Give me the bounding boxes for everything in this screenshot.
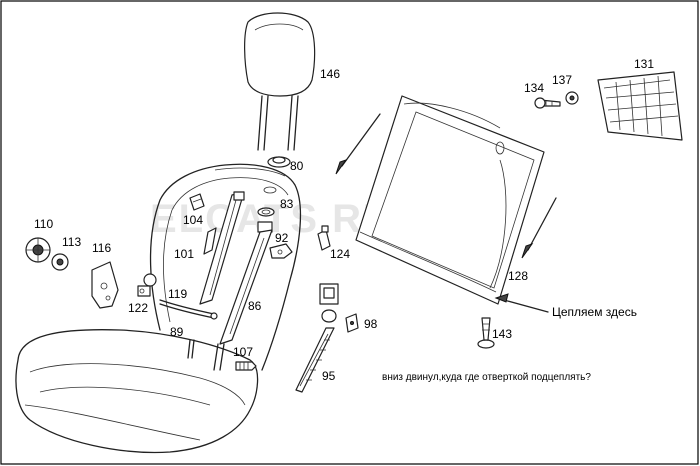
callout-146: 146 <box>320 67 340 81</box>
headrest <box>244 12 316 151</box>
lever-119 <box>159 299 218 320</box>
rod-86 <box>219 229 273 345</box>
rods-89 <box>187 339 195 359</box>
callout-119: 119 <box>168 287 187 301</box>
rods-86-lower <box>213 343 225 371</box>
seat-cushion <box>15 329 259 454</box>
grommet-80 <box>263 156 291 194</box>
callout-143: 143 <box>492 327 512 341</box>
callout-110: 110 <box>34 217 53 231</box>
callout-137: 137 <box>552 73 572 87</box>
rail-clip <box>203 227 217 255</box>
belt-buckle-95 <box>295 283 339 393</box>
guide-83 <box>257 207 275 233</box>
screw-107 <box>235 361 257 371</box>
callout-107: 107 <box>233 345 253 359</box>
callout-113: 113 <box>62 235 81 249</box>
callout-95: 95 <box>322 369 336 383</box>
clip-124 <box>317 225 331 251</box>
callout-98: 98 <box>364 317 378 331</box>
clip-104 <box>189 193 205 211</box>
clip-98 <box>345 313 359 333</box>
seat-back-frame <box>149 163 302 371</box>
washer-113 <box>51 253 69 271</box>
annotation-question: вниз двинул,куда где отверткой подцеплят… <box>382 372 591 383</box>
callout-89: 89 <box>170 325 184 339</box>
back-panel-128 <box>355 95 545 305</box>
callout-116: 116 <box>92 241 111 255</box>
callout-122: 122 <box>128 301 148 315</box>
callout-83: 83 <box>280 197 294 211</box>
arrow-bottom <box>494 293 549 313</box>
rod-101 <box>199 191 245 305</box>
callout-124: 124 <box>330 247 350 261</box>
arrow-top <box>335 113 381 175</box>
plate-116 <box>91 261 119 309</box>
callout-92: 92 <box>275 231 289 245</box>
callout-101: 101 <box>174 247 194 261</box>
callout-80: 80 <box>290 159 304 173</box>
arrow-right <box>521 197 557 259</box>
adjust-knob-110 <box>25 237 51 263</box>
annotation-hook-here: Цепляем здесь <box>552 305 637 319</box>
callout-128: 128 <box>508 269 528 283</box>
screw-143 <box>477 317 495 349</box>
bracket-92 <box>269 243 293 259</box>
callout-131: 131 <box>634 57 654 71</box>
callout-86: 86 <box>248 299 262 313</box>
pin-122 <box>137 273 157 297</box>
screw-134 <box>534 97 561 109</box>
cover-131 <box>597 71 683 141</box>
washer-137 <box>565 91 579 105</box>
callout-104: 104 <box>183 213 203 227</box>
callout-134: 134 <box>524 81 544 95</box>
